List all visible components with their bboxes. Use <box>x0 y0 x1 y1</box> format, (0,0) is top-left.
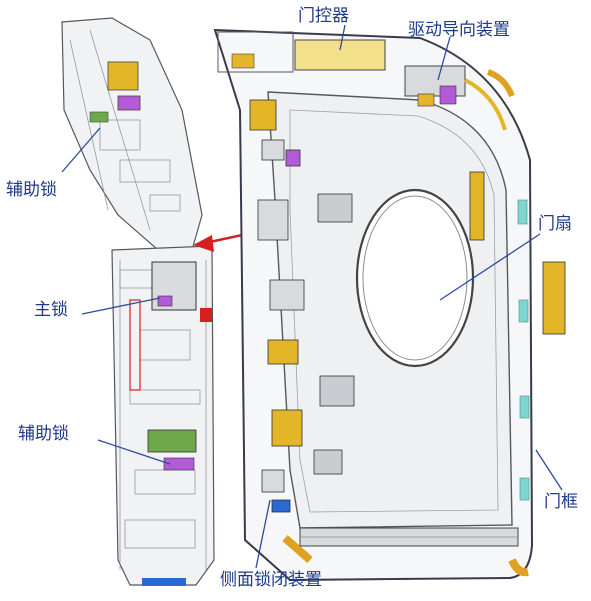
main-lock-cam <box>157 295 173 307</box>
leader-drive-guide <box>437 36 451 81</box>
side-lock-column <box>249 99 355 513</box>
lock-link-rod <box>129 299 141 391</box>
aux-lock-top-body <box>107 61 139 91</box>
leader-main-lock <box>81 297 161 315</box>
bottom-right-corner-bracket <box>508 558 529 577</box>
top-right-corner-bracket <box>486 69 515 98</box>
door-window-inner <box>362 195 468 361</box>
leader-lines <box>61 24 563 569</box>
aux-lock-top-cam <box>117 95 141 111</box>
label-door-leaf: 门扇 <box>538 214 572 234</box>
leader-door-controller <box>339 24 346 51</box>
leader-aux-lock-bottom <box>97 439 171 465</box>
door-window <box>355 188 475 368</box>
label-door-controller: 门控器 <box>298 6 349 26</box>
aux-lock-bottom-cam <box>163 457 195 471</box>
leader-door-frame <box>535 449 563 491</box>
label-side-lock-close-device: 侧面锁闭装置 <box>220 570 322 590</box>
bottom-left-corner-bracket <box>282 534 313 564</box>
right-lock-plate <box>469 171 485 241</box>
main-lock-indicator <box>200 308 212 322</box>
aux-lock-top-sensor <box>89 111 109 123</box>
label-aux-lock-top: 辅助锁 <box>6 180 57 200</box>
door-assembly <box>213 28 566 582</box>
top-rail-bracket <box>231 53 255 69</box>
leader-door-leaf <box>439 233 541 301</box>
label-aux-lock-bottom: 辅助锁 <box>18 424 69 444</box>
strip-bottom-plate <box>142 578 186 586</box>
frame-seals <box>517 199 530 501</box>
label-main-lock: 主锁 <box>34 300 68 320</box>
detached-strike-plate <box>542 261 566 335</box>
lock-strip-upper <box>61 17 203 251</box>
door-leaf-inner-line <box>289 109 499 513</box>
leader-aux-lock-top <box>61 127 101 173</box>
label-drive-guide-device: 驱动导向装置 <box>408 20 510 40</box>
aux-lock-bottom-body <box>147 429 197 453</box>
drive-guide-mechanism <box>404 65 507 131</box>
label-door-frame: 门框 <box>544 492 578 512</box>
lock-mechanism-strip <box>61 17 215 586</box>
leader-side-lock <box>255 499 271 569</box>
top-rail-left <box>217 31 294 73</box>
door-controller-box <box>294 39 386 71</box>
